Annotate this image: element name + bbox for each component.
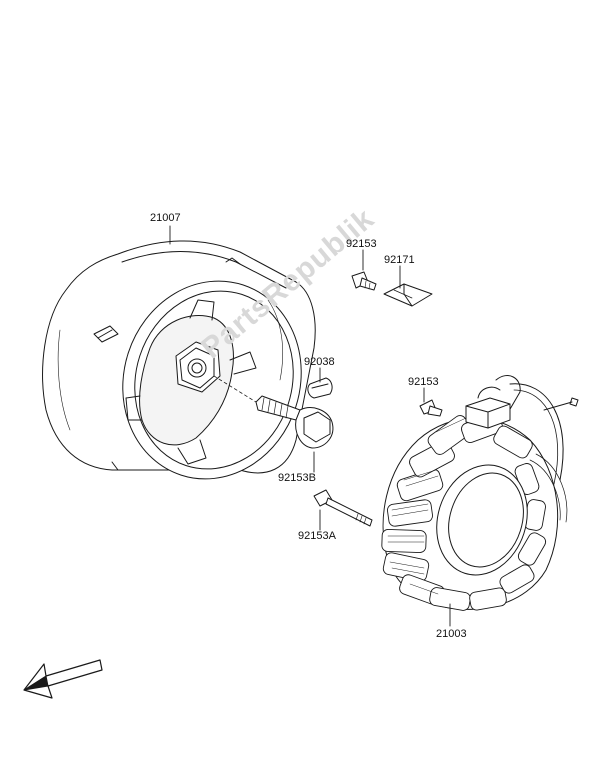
- label-stator: 21003: [436, 628, 467, 640]
- label-cover-plate: 92171: [384, 254, 415, 266]
- stator-assembly: [381, 375, 579, 611]
- label-stator-bolt: 92153A: [298, 530, 336, 542]
- leader-lines: [169, 225, 451, 627]
- label-key: 92038: [304, 356, 335, 368]
- arrow-down-left-icon: [23, 659, 103, 699]
- label-flywheel-bolt: 92153B: [278, 472, 316, 484]
- label-flywheel: 21007: [150, 212, 181, 224]
- flywheel-bolt: [213, 375, 334, 449]
- stator-bolt: [313, 489, 373, 527]
- small-bolt-right: [419, 399, 443, 417]
- flywheel-rotor: [42, 240, 316, 480]
- label-small-bolt-top: 92153: [346, 238, 377, 250]
- small-bolt-top: [351, 271, 377, 291]
- label-small-bolt-right: 92153: [408, 376, 439, 388]
- woodruff-key: [307, 377, 333, 399]
- cover-plate: [383, 283, 433, 307]
